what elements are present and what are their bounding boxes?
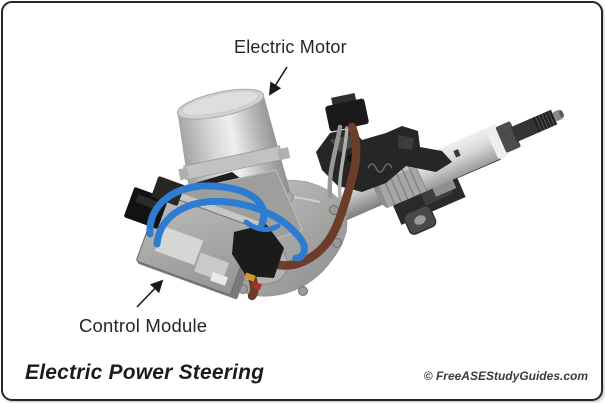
lower-connector-part <box>232 224 284 291</box>
electric-motor-arrow <box>268 66 288 96</box>
copyright-credit: © FreeASEStudyGuides.com <box>423 369 588 383</box>
electric-motor-label: Electric Motor <box>234 37 347 57</box>
gray-wires <box>327 124 349 200</box>
module-connector-part <box>124 176 185 229</box>
control-module-arrow <box>136 279 164 308</box>
blue-wires <box>146 182 308 262</box>
callout-arrows <box>136 66 288 308</box>
diagram-title: Electric Power Steering <box>25 361 265 384</box>
motor-connector-part <box>325 92 369 132</box>
control-module-label: Control Module <box>79 315 208 336</box>
mount-foot-part <box>403 205 437 235</box>
